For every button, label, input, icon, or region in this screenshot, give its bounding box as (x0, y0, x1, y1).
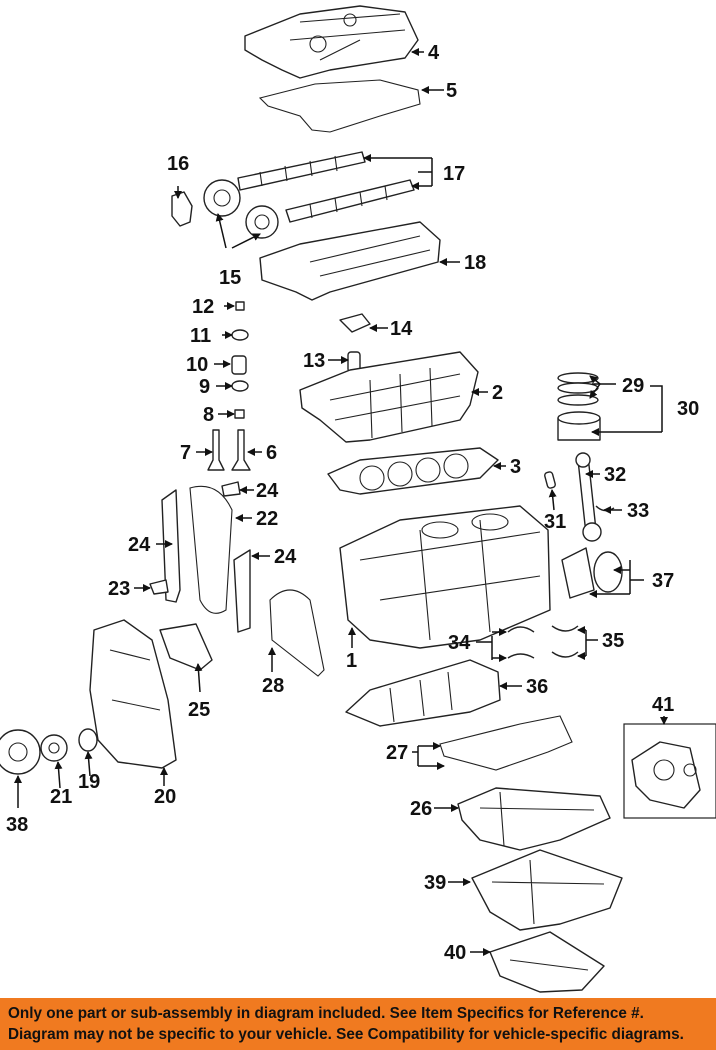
oil-pan-gasket (439, 715, 573, 771)
oil-pump-assembly (623, 723, 716, 819)
lower-crankcase (457, 787, 611, 851)
callout-12: 12 (192, 296, 214, 318)
callout-41: 41 (652, 694, 674, 716)
callout-7: 7 (180, 442, 191, 464)
callout-26: 26 (410, 798, 432, 820)
crank-pulley-sprocket-seal (0, 728, 98, 775)
disclaimer-line-1: Only one part or sub-assembly in diagram… (8, 1005, 644, 1022)
callout-14: 14 (390, 318, 413, 340)
valves (207, 429, 251, 471)
timing-cover (89, 619, 177, 769)
callout-32: 32 (604, 464, 626, 486)
callout-4: 4 (428, 42, 440, 64)
callout-20: 20 (154, 786, 176, 808)
callout-24a: 24 (256, 480, 279, 502)
oil-pan (471, 849, 623, 931)
rocker-arm (339, 313, 371, 333)
callout-34: 34 (448, 632, 471, 654)
lower-oil-pan (489, 931, 605, 993)
leader-lines (14, 48, 668, 956)
callout-8: 8 (203, 404, 214, 426)
callout-3: 3 (510, 456, 521, 478)
camshafts (237, 151, 415, 223)
callout-labels: 4 5 16 17 15 18 12 11 14 10 13 9 29 2 30… (6, 42, 699, 964)
callout-17: 17 (443, 163, 465, 185)
piston-assembly (544, 372, 615, 542)
callout-9: 9 (199, 376, 210, 398)
callout-11: 11 (190, 325, 211, 347)
callout-39: 39 (424, 872, 446, 894)
callout-16: 16 (167, 153, 189, 175)
callout-31: 31 (544, 511, 566, 533)
valve-cover (244, 5, 419, 79)
camshaft-carrier (259, 221, 441, 301)
crankshaft (345, 659, 501, 727)
callout-21: 21 (50, 786, 72, 808)
callout-33: 33 (627, 500, 649, 522)
cylinder-head (299, 351, 479, 443)
callout-28: 28 (262, 675, 284, 697)
callout-18: 18 (464, 252, 486, 274)
callout-1: 1 (346, 650, 357, 672)
callout-35: 35 (602, 630, 624, 652)
camshaft-sprockets (171, 179, 279, 239)
valve-train-parts (231, 301, 249, 419)
callout-2: 2 (492, 382, 503, 404)
disclaimer-line-2: Diagram may not be specific to your vehi… (8, 1026, 684, 1043)
callout-24b: 24 (128, 534, 151, 556)
callout-25: 25 (188, 699, 210, 721)
callout-5: 5 (446, 80, 457, 102)
callout-29: 29 (622, 375, 644, 397)
engine-parts-diagram: 4 5 16 17 15 18 12 11 14 10 13 9 29 2 30… (0, 5, 716, 993)
callout-6: 6 (266, 442, 277, 464)
rear-main-seal (561, 547, 623, 599)
callout-30: 30 (677, 398, 699, 420)
callout-19: 19 (78, 771, 100, 793)
valve-cover-gasket (258, 79, 421, 133)
callout-23: 23 (108, 578, 130, 600)
head-gasket (327, 447, 499, 495)
callout-36: 36 (526, 676, 548, 698)
callout-27: 27 (386, 742, 408, 764)
engine-block (339, 505, 551, 649)
disclaimer-banner: Only one part or sub-assembly in diagram… (0, 998, 716, 1050)
callout-24c: 24 (274, 546, 297, 568)
callout-38: 38 (6, 814, 28, 836)
main-bearings (507, 625, 579, 659)
callout-13: 13 (303, 350, 325, 372)
callout-40: 40 (444, 942, 466, 964)
callout-22: 22 (256, 508, 278, 530)
callout-10: 10 (186, 354, 208, 376)
callout-15: 15 (219, 267, 241, 289)
callout-37: 37 (652, 570, 674, 592)
timing-chains-guides (149, 481, 325, 677)
